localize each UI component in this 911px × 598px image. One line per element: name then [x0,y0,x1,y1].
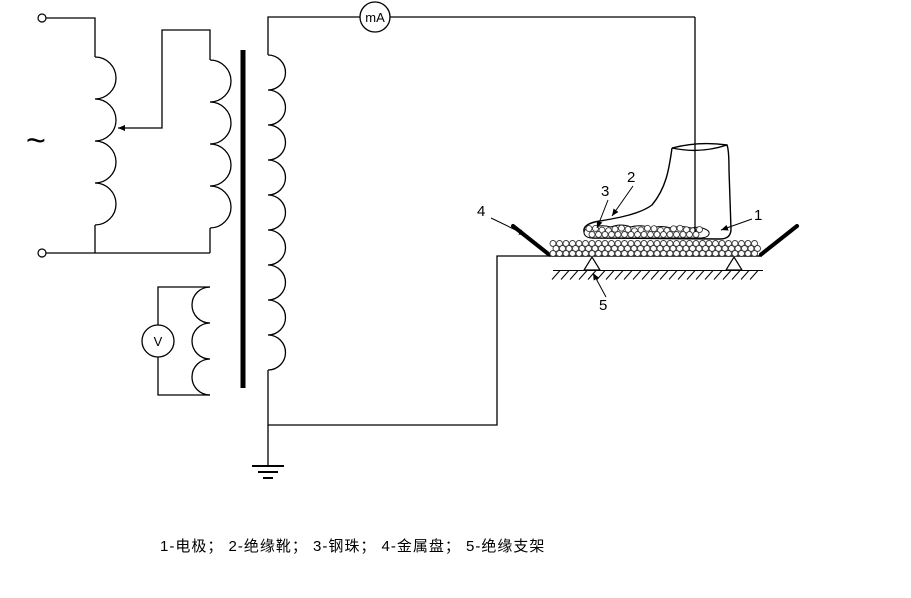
insulating-support-left [582,255,602,271]
callout-2-leader [611,185,634,217]
autotransformer-winding [94,56,117,226]
voltmeter-top-wire [157,286,210,325]
steel-balls-in-boot [585,224,703,238]
voltmeter-winding [191,286,211,396]
milliammeter-label: mA [365,10,385,25]
callout-3: 3 [601,183,609,200]
callout-3-leader [596,199,609,229]
voltmeter-label: V [154,334,163,349]
callout-leaders [490,185,753,298]
return-wire [267,255,550,426]
callout-2: 2 [627,169,635,186]
voltmeter-bottom-wire [157,357,210,396]
primary-winding [209,59,232,229]
secondary-winding [267,54,287,371]
caption: 1-电极； 2-绝缘靴； 3-钢珠； 4-金属盘； 5-绝缘支架 [160,537,545,555]
top-hv-wire [267,16,695,55]
base-hatching [551,270,763,280]
boot-opening-rim [671,142,728,149]
insulating-supports [582,255,744,271]
insulating-support-right [724,255,744,271]
callout-5-leader [592,272,607,298]
source-terminal-bottom [37,248,47,258]
voltmeter: V [141,324,175,358]
source-terminal-top [37,13,47,23]
tap-arrow [118,29,211,131]
callout-1: 1 [754,207,762,224]
steel-balls-tray [549,240,761,257]
callout-4-leader [490,217,527,236]
ground-icon [252,465,284,479]
milliammeter: mA [359,1,391,33]
ac-source-symbol: ~ [26,122,46,160]
callout-5: 5 [599,297,607,314]
callout-1-leader [720,218,753,231]
callout-4: 4 [477,203,485,220]
source-top-wire [46,17,96,57]
